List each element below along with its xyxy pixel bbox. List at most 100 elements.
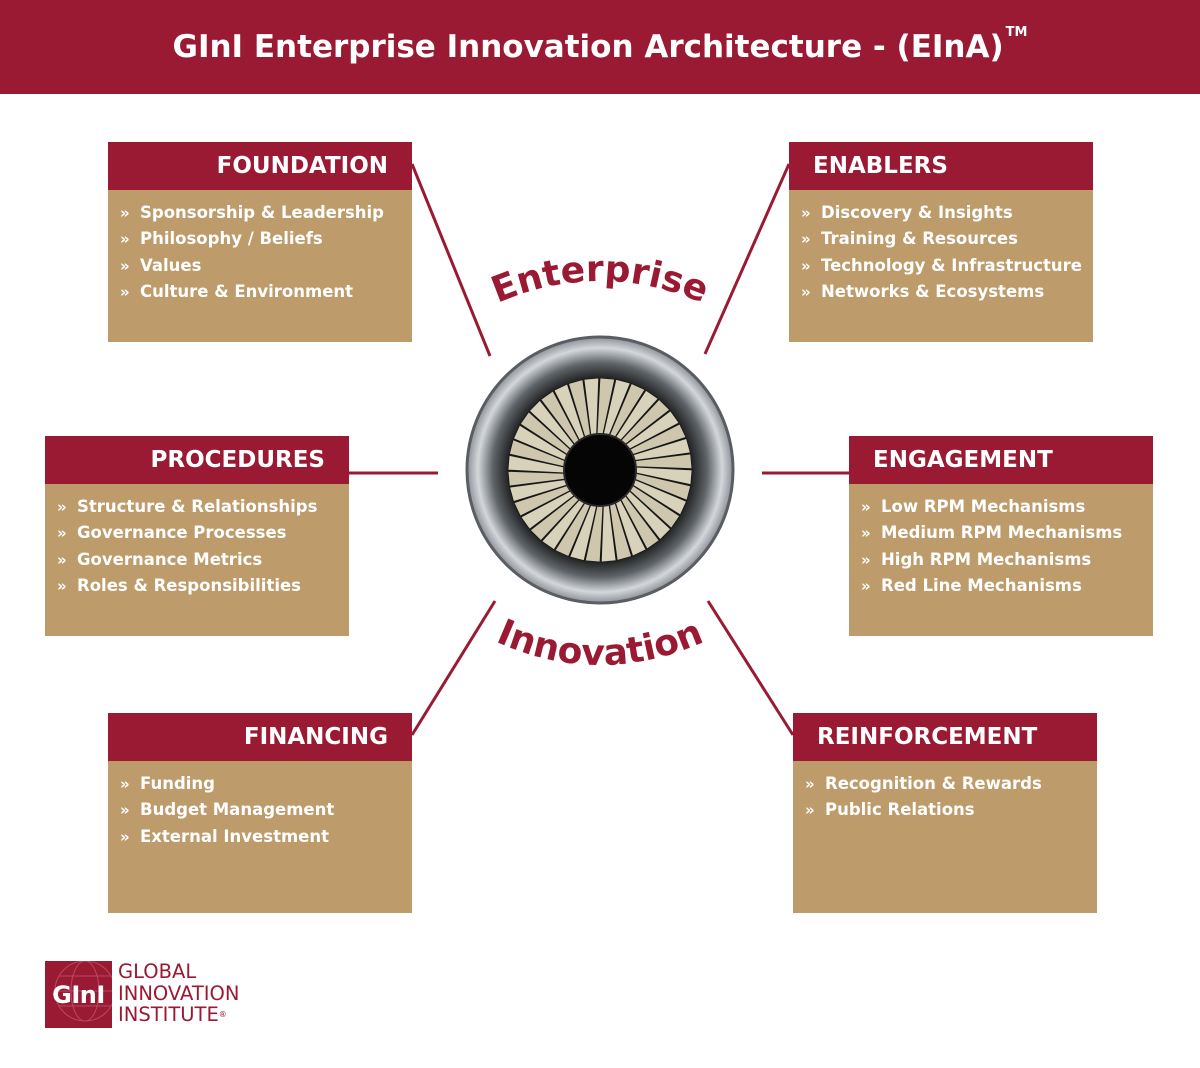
list-item-label: Low RPM Mechanisms bbox=[881, 497, 1086, 516]
bullet-icon: » bbox=[120, 282, 130, 301]
bullet-icon: » bbox=[57, 498, 67, 516]
bullet-icon: » bbox=[805, 801, 815, 820]
bullet-icon: » bbox=[57, 524, 67, 543]
bullet-icon: » bbox=[801, 256, 811, 275]
list-item-label: Philosophy / Beliefs bbox=[140, 229, 323, 249]
list-item-label: Governance Processes bbox=[77, 523, 287, 543]
list-item: » External Investment bbox=[120, 824, 412, 850]
list-item: » High RPM Mechanisms bbox=[861, 547, 1153, 573]
enablers-title: ENABLERS bbox=[789, 142, 1093, 190]
list-item-label: Technology & Infrastructure bbox=[821, 255, 1082, 275]
bullet-icon: » bbox=[57, 550, 67, 569]
list-item-label: Red Line Mechanisms bbox=[881, 575, 1082, 595]
bullet-icon: » bbox=[120, 256, 130, 275]
list-item: » Culture & Environment bbox=[120, 279, 412, 305]
list-item: » Low RPM Mechanisms bbox=[861, 494, 1153, 520]
list-item: » Values bbox=[120, 253, 412, 279]
hub-center bbox=[563, 433, 637, 507]
trademark-mark: TM bbox=[1005, 25, 1028, 40]
bullet-icon: » bbox=[801, 204, 811, 222]
logo-wordmark: GLOBAL INNOVATION INSTITUTE® bbox=[118, 961, 239, 1026]
page-title: GInI Enterprise Innovation Architecture … bbox=[172, 25, 1028, 65]
engagement-box: ENGAGEMENT » Low RPM Mechanisms » Medium RP… bbox=[849, 436, 1153, 636]
procedures-box: PROCEDURES » Structure & Relationships » Go… bbox=[45, 436, 349, 636]
list-item: » Technology & Infrastructure bbox=[801, 253, 1093, 279]
list-item-label: Sponsorship & Leadership bbox=[140, 203, 384, 222]
list-item-label: Budget Management bbox=[140, 800, 335, 820]
bullet-icon: » bbox=[120, 204, 130, 222]
list-item-label: Training & Resources bbox=[821, 229, 1018, 249]
list-item-label: Public Relations bbox=[825, 800, 975, 820]
list-item: » Medium RPM Mechanisms bbox=[861, 520, 1153, 546]
list-item: » Philosophy / Beliefs bbox=[120, 226, 412, 252]
financing-title: FINANCING bbox=[108, 713, 412, 761]
foundation-box: FOUNDATION » Sponsorship & Leadership » Phi… bbox=[108, 142, 412, 342]
list-item-label: Recognition & Rewards bbox=[825, 774, 1042, 793]
list-item: » Networks & Ecosystems bbox=[801, 279, 1093, 305]
bullet-icon: » bbox=[805, 775, 815, 793]
list-item: » Recognition & Rewards bbox=[805, 771, 1097, 797]
procedures-title: PROCEDURES bbox=[45, 436, 349, 484]
logo-line-1: GLOBAL bbox=[118, 960, 197, 983]
header-banner: GInI Enterprise Innovation Architecture … bbox=[0, 0, 1200, 94]
connector-reinforcement bbox=[706, 600, 795, 736]
list-item-label: Discovery & Insights bbox=[821, 203, 1013, 222]
list-item-label: Governance Metrics bbox=[77, 549, 263, 569]
registered-mark: ® bbox=[218, 1010, 227, 1019]
financing-list: » Funding » Budget Management » External Inve… bbox=[108, 761, 412, 850]
bullet-icon: » bbox=[801, 282, 811, 301]
connector-financing bbox=[410, 600, 497, 736]
list-item: » Red Line Mechanisms bbox=[861, 573, 1153, 599]
logo-line-2: INNOVATION bbox=[118, 981, 240, 1005]
foundation-title: FOUNDATION bbox=[108, 142, 412, 190]
bullet-icon: » bbox=[801, 230, 811, 249]
list-item: » Funding bbox=[120, 771, 412, 797]
list-item-label: Culture & Environment bbox=[140, 281, 354, 301]
list-item: » Budget Management bbox=[120, 797, 412, 823]
reinforcement-list: » Recognition & Rewards » Public Relations bbox=[793, 761, 1097, 824]
fan-blades bbox=[507, 377, 693, 563]
bullet-icon: » bbox=[861, 576, 871, 595]
reinforcement-title: REINFORCEMENT bbox=[793, 713, 1097, 761]
foundation-list: » Sponsorship & Leadership » Philosophy / B… bbox=[108, 190, 412, 305]
list-item-label: External Investment bbox=[140, 826, 329, 846]
list-item-label: Funding bbox=[140, 774, 215, 793]
list-item-label: Values bbox=[140, 255, 202, 275]
bullet-icon: » bbox=[120, 230, 130, 249]
connector-foundation bbox=[410, 163, 492, 357]
reinforcement-box: REINFORCEMENT » Recognition & Rewards » Pub… bbox=[793, 713, 1097, 913]
list-item-label: High RPM Mechanisms bbox=[881, 549, 1092, 569]
globe-icon bbox=[54, 961, 112, 1022]
logo-mark-text: GInI bbox=[52, 980, 105, 1009]
list-item-label: Medium RPM Mechanisms bbox=[881, 523, 1123, 543]
bullet-icon: » bbox=[120, 801, 130, 820]
enablers-list: » Discovery & Insights » Training & Resourc… bbox=[789, 190, 1093, 305]
list-item: » Training & Resources bbox=[801, 226, 1093, 252]
list-item-label: Roles & Responsibilities bbox=[77, 575, 302, 595]
procedures-list: » Structure & Relationships » Governance Pr… bbox=[45, 484, 349, 599]
list-item-label: Networks & Ecosystems bbox=[821, 281, 1045, 301]
list-item: » Roles & Responsibilities bbox=[57, 573, 349, 599]
enablers-box: ENABLERS » Discovery & Insights » Training … bbox=[789, 142, 1093, 342]
bullet-icon: » bbox=[861, 498, 871, 516]
list-item: » Structure & Relationships bbox=[57, 494, 349, 520]
list-item-label: Structure & Relationships bbox=[77, 497, 318, 516]
engagement-list: » Low RPM Mechanisms » Medium RPM Mechanism… bbox=[849, 484, 1153, 599]
list-item: » Discovery & Insights bbox=[801, 200, 1093, 226]
list-item: » Public Relations bbox=[805, 797, 1097, 823]
list-item: » Governance Metrics bbox=[57, 547, 349, 573]
bullet-icon: » bbox=[120, 775, 130, 793]
bullet-icon: » bbox=[861, 550, 871, 569]
bullet-icon: » bbox=[120, 827, 130, 846]
list-item: » Sponsorship & Leadership bbox=[120, 200, 412, 226]
engine-hub-diagram bbox=[465, 335, 735, 605]
engagement-title: ENGAGEMENT bbox=[849, 436, 1153, 484]
connector-enablers bbox=[703, 163, 791, 355]
ginii-logo: GInI GLOBAL INNOVATION INSTITUTE® bbox=[45, 961, 275, 1031]
bullet-icon: » bbox=[57, 576, 67, 595]
list-item: » Governance Processes bbox=[57, 520, 349, 546]
bullet-icon: » bbox=[861, 524, 871, 543]
financing-box: FINANCING » Funding » Budget Management » Ext… bbox=[108, 713, 412, 913]
logo-mark-square: GInI bbox=[45, 961, 112, 1028]
